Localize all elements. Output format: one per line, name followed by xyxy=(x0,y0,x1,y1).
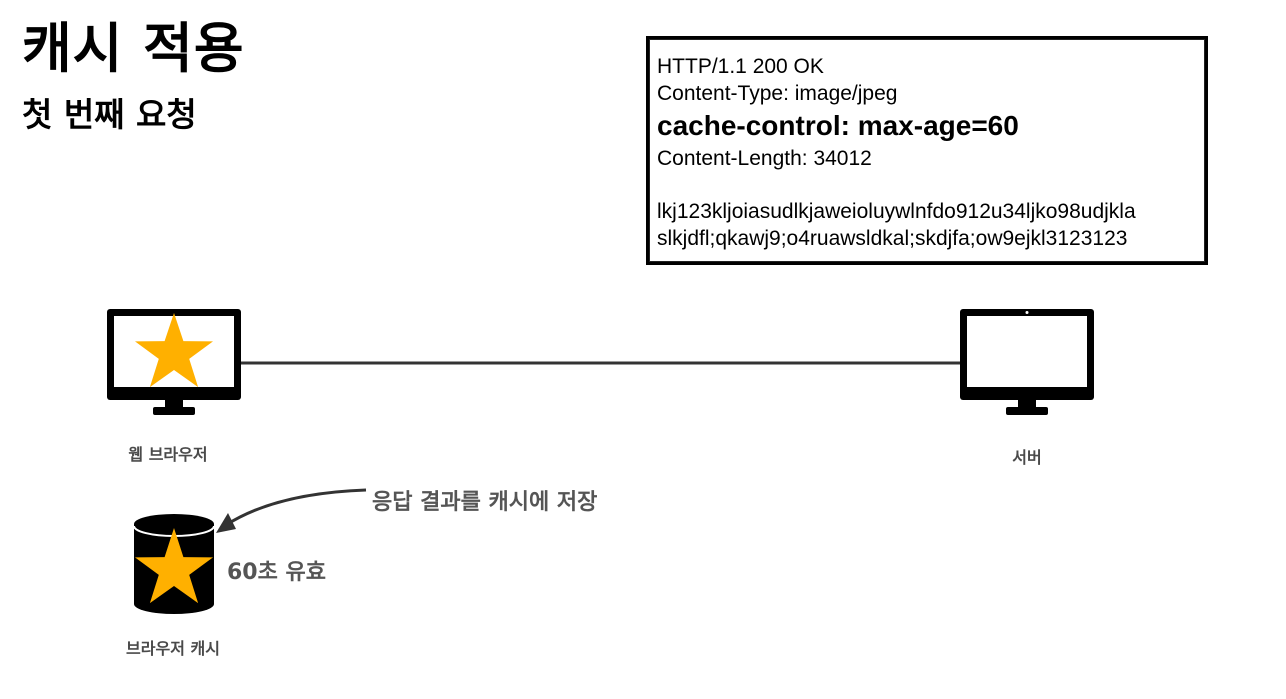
cache-control-header: cache-control: max-age=60 xyxy=(657,110,1019,141)
store-annotation: 응답 결과를 캐시에 저장 xyxy=(372,490,598,515)
response-body-line: lkj123kljoiasudlkjaweioluywlnfdo912u34lj… xyxy=(657,200,1136,223)
browser-label: 웹 브라우저 xyxy=(128,445,208,464)
page-subtitle: 첫 번째 요청 xyxy=(22,95,197,134)
http-response-box: HTTP/1.1 200 OK Content-Type: image/jpeg… xyxy=(646,36,1208,265)
cache-cylinder-icon xyxy=(133,514,215,614)
status-line: HTTP/1.1 200 OK xyxy=(657,55,824,78)
browser-monitor-icon xyxy=(107,309,241,415)
star-icon xyxy=(135,528,213,604)
page-title: 캐시 적용 xyxy=(22,17,245,80)
content-type-header: Content-Type: image/jpeg xyxy=(657,82,898,105)
response-body-line: slkjdfl;qkawj9;o4ruawsldkal;skdjfa;ow9ej… xyxy=(657,227,1128,250)
validity-annotation: 60초 유효 xyxy=(227,560,326,585)
cache-label: 브라우저 캐시 xyxy=(126,639,220,658)
star-icon xyxy=(135,313,213,388)
store-arrow xyxy=(216,488,367,533)
server-label: 서버 xyxy=(1012,448,1042,467)
server-monitor-icon xyxy=(960,309,1094,415)
content-length-header: Content-Length: 34012 xyxy=(657,147,872,170)
